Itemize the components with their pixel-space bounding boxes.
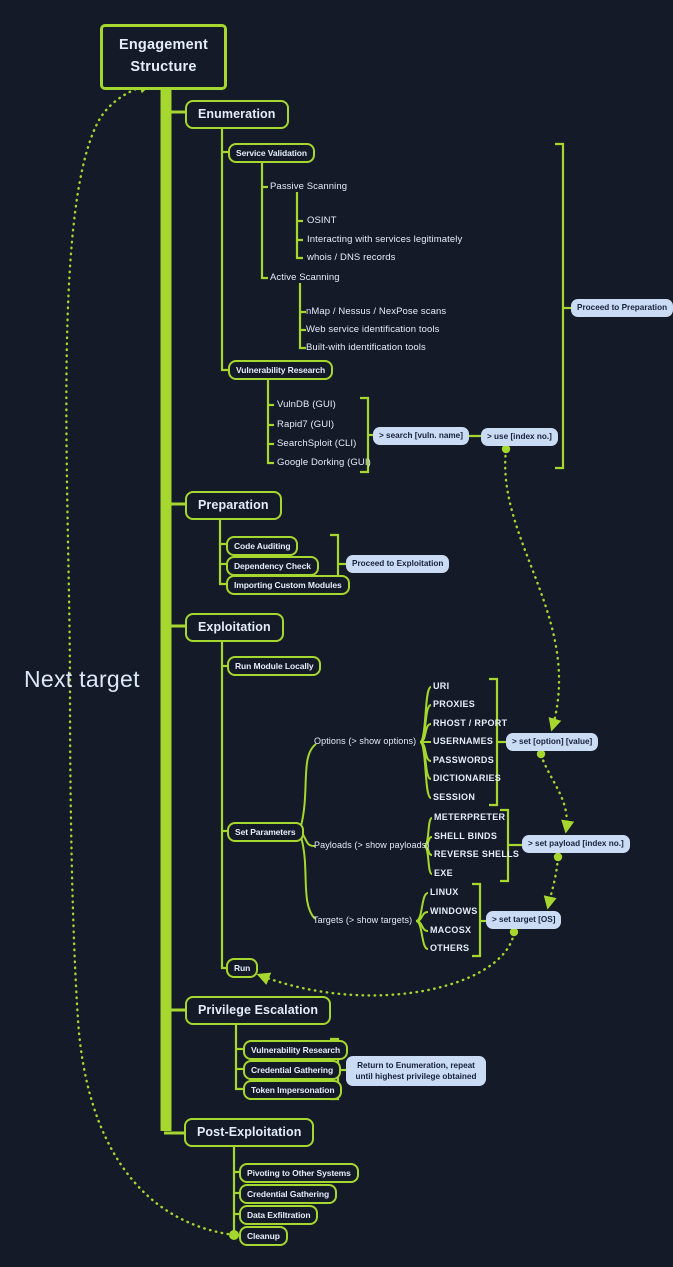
node-searchsploit[interactable]: SearchSploit (CLI)	[277, 438, 357, 449]
node-dictionaries[interactable]: DICTIONARIES	[433, 773, 502, 783]
node-session[interactable]: SESSION	[433, 792, 476, 802]
set-target-junction-dot	[509, 927, 519, 937]
use-to-set-option-curve	[504, 448, 562, 732]
targets-bracket	[472, 882, 482, 958]
action-set-payload-command[interactable]: > set payload [index no.]	[522, 835, 630, 853]
node-dependency-check[interactable]: Dependency Check	[226, 556, 319, 577]
action-use-command[interactable]: > use [index no.]	[481, 428, 558, 446]
node-google-dorking[interactable]: Google Dorking (GUI)	[277, 457, 371, 468]
node-whois-dns-records[interactable]: whois / DNS records	[307, 252, 396, 263]
dotted-flow-curves	[65, 80, 575, 1240]
node-enumeration[interactable]: Enumeration	[185, 100, 289, 129]
set-option-junction-dot	[536, 749, 546, 759]
node-preparation[interactable]: Preparation	[185, 491, 282, 520]
node-exe[interactable]: EXE	[434, 868, 453, 878]
node-cleanup[interactable]: Cleanup	[239, 1226, 288, 1247]
node-proxies[interactable]: PROXIES	[433, 699, 476, 709]
node-token-impersonation[interactable]: Token Impersonation	[243, 1080, 343, 1101]
node-post-credential-gathering[interactable]: Credential Gathering	[239, 1184, 338, 1205]
node-uri[interactable]: URI	[433, 681, 450, 691]
node-web-service-identification[interactable]: Web service identification tools	[306, 324, 440, 335]
action-set-target-command[interactable]: > set target [OS]	[486, 911, 562, 929]
action-set-option-command[interactable]: > set [option] [value]	[506, 733, 599, 751]
node-vulndb[interactable]: VulnDB (GUI)	[277, 399, 336, 410]
node-pe-credential-gathering[interactable]: Credential Gathering	[243, 1060, 342, 1081]
node-usernames[interactable]: USERNAMES	[433, 736, 494, 746]
node-run-module-locally[interactable]: Run Module Locally	[227, 656, 322, 677]
root-node-engagement-structure[interactable]: Engagement Structure	[100, 24, 227, 90]
action-return-to-enumeration[interactable]: Return to Enumeration, repeat until high…	[346, 1056, 486, 1087]
node-nmap-nessus-nexpose[interactable]: nMap / Nessus / NexPose scans	[306, 306, 447, 317]
node-code-auditing[interactable]: Code Auditing	[226, 536, 299, 557]
set-payload-junction-dot	[553, 852, 563, 862]
node-reverse-shells[interactable]: REVERSE SHELLS	[434, 849, 520, 859]
node-service-validation[interactable]: Service Validation	[228, 143, 315, 164]
node-privilege-escalation[interactable]: Privilege Escalation	[185, 996, 332, 1025]
action-proceed-to-exploitation[interactable]: Proceed to Exploitation	[346, 555, 450, 573]
set-target-to-run-curve	[256, 931, 516, 997]
node-set-parameters[interactable]: Set Parameters	[227, 822, 304, 843]
node-interacting-with-services[interactable]: Interacting with services legitimately	[307, 234, 463, 245]
section-branch-lines	[171, 110, 185, 1012]
node-windows[interactable]: WINDOWS	[430, 906, 478, 916]
set-option-to-set-payload-curve	[539, 753, 575, 834]
enumeration-outcome-bracket	[555, 142, 565, 470]
node-rapid7[interactable]: Rapid7 (GUI)	[277, 419, 335, 430]
label-next-target: Next target	[24, 666, 140, 692]
node-pe-vulnerability-research[interactable]: Vulnerability Research	[243, 1040, 349, 1061]
node-post-exploitation[interactable]: Post-Exploitation	[184, 1118, 315, 1147]
exploitation-spines	[220, 639, 227, 970]
node-others[interactable]: OTHERS	[430, 943, 470, 953]
node-pivoting-to-other-systems[interactable]: Pivoting to Other Systems	[239, 1163, 359, 1184]
action-proceed-to-preparation[interactable]: Proceed to Preparation	[571, 299, 673, 317]
node-rhost-rport[interactable]: RHOST / RPORT	[433, 718, 508, 728]
use-junction-dot	[501, 444, 511, 454]
set-payload-to-set-target-curve	[543, 856, 560, 910]
node-vulnerability-research[interactable]: Vulnerability Research	[228, 360, 334, 381]
cleanup-junction-dot	[229, 1230, 239, 1240]
node-run[interactable]: Run	[226, 958, 259, 979]
node-payloads[interactable]: Payloads (> show payloads)	[314, 840, 430, 850]
enumeration-spines	[220, 125, 306, 465]
node-importing-custom-modules[interactable]: Importing Custom Modules	[226, 575, 350, 596]
node-targets[interactable]: Targets (> show targets)	[313, 915, 413, 925]
node-built-with-identification[interactable]: Built-with identification tools	[306, 342, 426, 353]
node-linux[interactable]: LINUX	[430, 887, 459, 897]
node-passwords[interactable]: PASSWORDS	[433, 755, 495, 765]
node-osint[interactable]: OSINT	[307, 215, 337, 226]
set-parameters-fans	[300, 686, 433, 950]
exploitation-brackets	[472, 677, 522, 958]
node-options[interactable]: Options (> show options)	[314, 736, 417, 746]
node-shell-binds[interactable]: SHELL BINDS	[434, 831, 498, 841]
action-search-command[interactable]: > search [vuln. name]	[373, 427, 469, 445]
node-active-scanning[interactable]: Active Scanning	[270, 272, 340, 283]
next-target-loop-curve	[65, 80, 236, 1237]
node-macosx[interactable]: MACOSX	[430, 925, 472, 935]
node-meterpreter[interactable]: METERPRETER	[434, 812, 506, 822]
node-passive-scanning[interactable]: Passive Scanning	[270, 181, 348, 192]
node-exploitation[interactable]: Exploitation	[185, 613, 284, 642]
node-data-exfiltration[interactable]: Data Exfiltration	[239, 1205, 319, 1226]
